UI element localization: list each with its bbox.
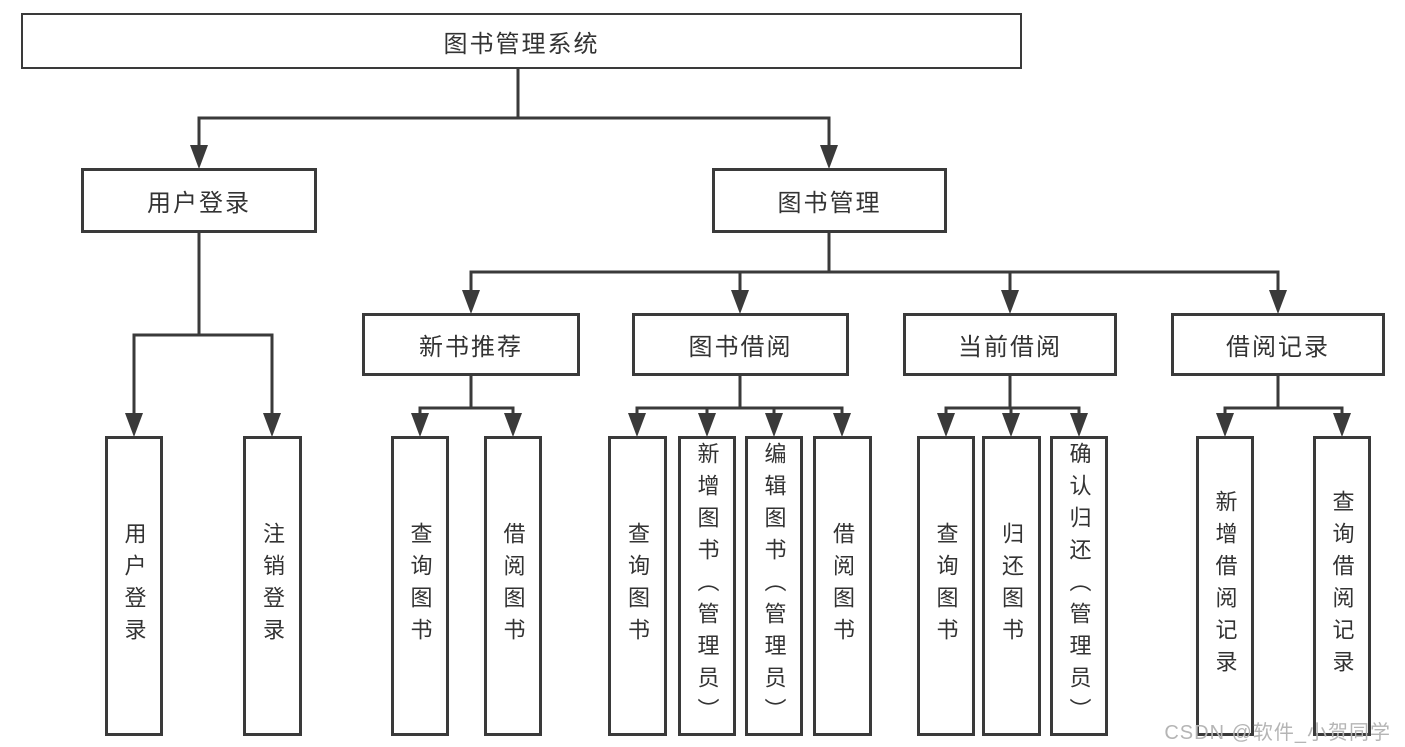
leaf-user-login: 用户登录 (105, 436, 163, 736)
leaf-add-borrow-record: 新增借阅记录 (1196, 436, 1254, 736)
leaf-borrow-books-1: 借阅图书 (484, 436, 542, 736)
leaf-edit-book-admin: 编辑图书（管理员） (745, 436, 803, 736)
node-borrow-records: 借阅记录 (1171, 313, 1385, 376)
csdn-watermark: CSDN @软件_小贺同学 (1164, 722, 1391, 744)
leaf-query-borrow-record: 查询借阅记录 (1313, 436, 1371, 736)
leaf-confirm-return-admin: 确认归还（管理员） (1050, 436, 1108, 736)
node-root: 图书管理系统 (21, 13, 1022, 69)
node-book-borrow: 图书借阅 (632, 313, 849, 376)
leaf-borrow-books-2: 借阅图书 (813, 436, 872, 736)
leaf-query-books-1: 查询图书 (391, 436, 449, 736)
leaf-add-book-admin: 新增图书（管理员） (678, 436, 736, 736)
leaf-query-books-3: 查询图书 (917, 436, 975, 736)
leaf-logout: 注销登录 (243, 436, 302, 736)
leaf-return-book: 归还图书 (982, 436, 1041, 736)
node-current-borrow: 当前借阅 (903, 313, 1117, 376)
node-book-management: 图书管理 (712, 168, 947, 233)
node-user-login: 用户登录 (81, 168, 317, 233)
node-new-book-recommend: 新书推荐 (362, 313, 580, 376)
leaf-query-books-2: 查询图书 (608, 436, 667, 736)
